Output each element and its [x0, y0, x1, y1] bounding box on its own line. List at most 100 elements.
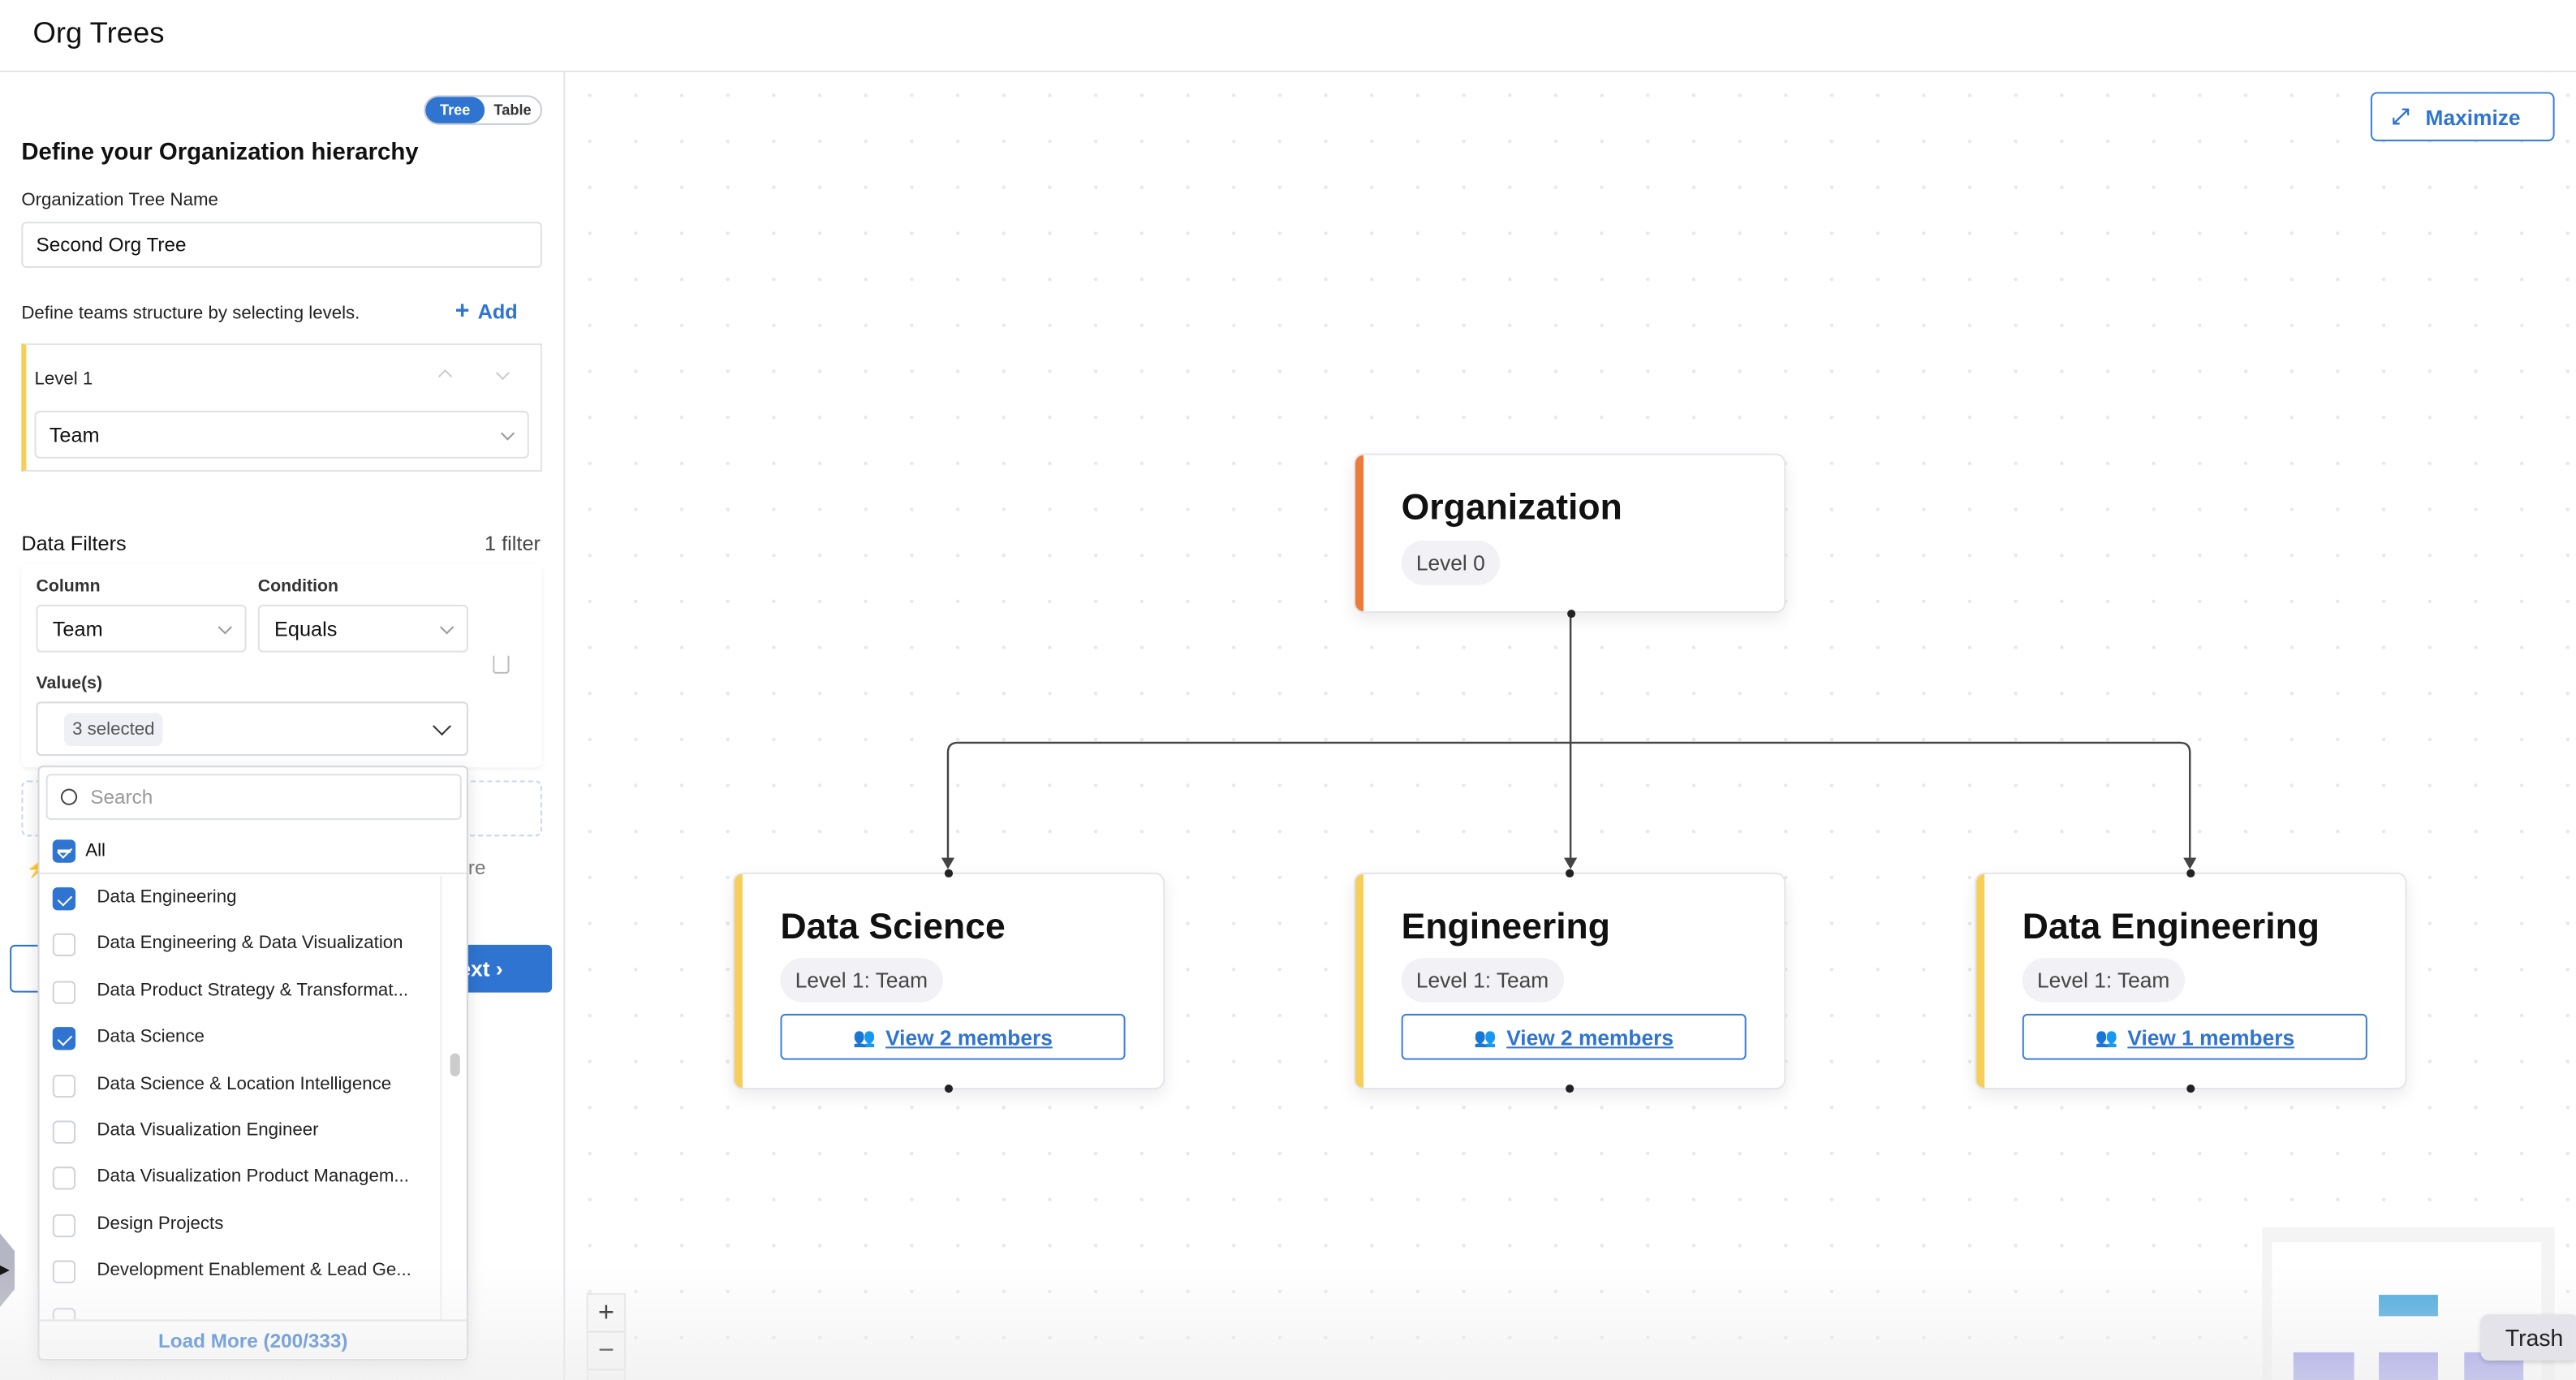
option-checkbox[interactable] — [52, 1074, 76, 1098]
node-handle[interactable] — [2186, 869, 2195, 878]
option-label: Data Visualization Product Managem... — [97, 1167, 409, 1188]
hint-text-partial: re — [467, 856, 486, 879]
node-title: Data Science — [780, 905, 1006, 947]
tree-name-label: Organization Tree Name — [21, 190, 218, 211]
node-handle[interactable] — [944, 869, 954, 878]
scrollbar-thumb[interactable] — [450, 1053, 460, 1076]
expand-icon: ⤢ — [2392, 103, 2410, 128]
option-checkbox[interactable] — [52, 1167, 76, 1191]
level-label: Level 1 — [34, 369, 93, 390]
minimap-child-node — [2379, 1352, 2438, 1380]
level-value: Team — [49, 423, 100, 446]
option-checkbox[interactable] — [52, 934, 76, 957]
view-members-button[interactable]: 👥 View 2 members — [780, 1013, 1126, 1060]
option-checkbox[interactable] — [52, 1214, 76, 1237]
dropdown-option[interactable]: Data Engineering & Data Visualization — [40, 922, 441, 968]
page-title: Org Trees — [32, 16, 165, 50]
view-toggle[interactable]: Tree Table — [424, 95, 542, 125]
section-heading: Define your Organization hierarchy — [21, 140, 419, 166]
node-title: Organization — [1401, 486, 1622, 528]
level-color-bar — [1355, 873, 1364, 1089]
zoom-out-button[interactable]: − — [588, 1333, 625, 1371]
option-label: Design Projects — [97, 1214, 224, 1234]
arrow-heads — [941, 857, 2197, 869]
level-pill: Level 1: Team — [1401, 958, 1564, 1003]
condition-label: Condition — [257, 576, 338, 597]
node-title: Data Engineering — [2022, 905, 2320, 947]
level-pill: Level 1: Team — [780, 958, 943, 1003]
option-label: Data Engineering & Data Visualization — [97, 934, 403, 954]
selected-chip: 3 selected — [63, 712, 163, 745]
trash-icon[interactable] — [493, 655, 510, 674]
node-handle[interactable] — [1566, 609, 1575, 619]
option-checkbox[interactable] — [52, 1120, 76, 1144]
level-select[interactable]: Team — [34, 411, 529, 459]
dropdown-option[interactable]: Design Projects — [40, 1202, 441, 1248]
search-placeholder: Search — [90, 785, 153, 809]
option-label: Data Engineering — [97, 887, 237, 908]
members-icon: 👥 — [853, 1028, 876, 1048]
option-checkbox[interactable] — [52, 1027, 76, 1050]
column-label: Column — [36, 576, 101, 597]
option-checkbox[interactable] — [52, 981, 76, 1004]
select-all-row[interactable]: All — [39, 828, 467, 874]
level-color-bar — [1355, 455, 1364, 612]
dropdown-option[interactable]: Data Science & Location Intelligence — [40, 1063, 441, 1109]
view-members-label: View 2 members — [885, 1024, 1053, 1050]
column-select[interactable]: Team — [36, 604, 247, 653]
condition-select[interactable]: Equals — [257, 604, 468, 653]
minimap-child-node — [2293, 1352, 2354, 1380]
view-members-label: View 2 members — [1506, 1024, 1674, 1050]
dropdown-option[interactable]: Data Visualization Product Managem... — [40, 1156, 441, 1202]
values-multiselect[interactable]: 3 selected — [36, 701, 468, 757]
dropdown-option[interactable]: Data Visualization Engineer — [40, 1109, 441, 1155]
view-members-button[interactable]: 👥 View 1 members — [2022, 1013, 2367, 1060]
option-label: Data Product Strategy & Transformat... — [97, 981, 409, 1001]
level-pill: Level 0 — [1401, 540, 1500, 585]
app-header: Org Trees — [0, 0, 2576, 73]
zoom-in-button[interactable]: + — [588, 1295, 625, 1333]
filter-card: Column Condition Team Equals Value(s) 3 … — [21, 563, 542, 768]
level-color-bar — [734, 873, 743, 1089]
zoom-controls: + − — [586, 1293, 627, 1380]
level-card: Level 1 Team — [21, 343, 542, 472]
add-level-button[interactable]: +Add — [455, 299, 518, 324]
view-members-button[interactable]: 👥 View 2 members — [1401, 1013, 1747, 1060]
dropdown-option[interactable]: Data Product Strategy & Transformat... — [40, 969, 441, 1016]
dropdown-option[interactable]: Data Engineering — [40, 876, 441, 922]
dropdown-search-input[interactable]: Search — [45, 774, 462, 821]
node-handle[interactable] — [1566, 869, 1574, 878]
node-handle[interactable] — [2186, 1084, 2195, 1093]
option-label: Data Visualization Engineer — [97, 1120, 319, 1141]
node-title: Engineering — [1401, 905, 1610, 947]
search-icon — [60, 788, 78, 805]
column-value: Team — [52, 617, 103, 640]
filters-title: Data Filters — [21, 532, 127, 556]
add-label: Add — [477, 300, 518, 324]
toggle-table[interactable]: Table — [493, 101, 532, 119]
option-label: Data Science & Location Intelligence — [97, 1074, 392, 1094]
select-all-checkbox[interactable] — [52, 839, 76, 863]
maximize-label: Maximize — [2425, 104, 2521, 129]
condition-value: Equals — [274, 617, 338, 640]
node-organization[interactable]: Organization Level 0 — [1353, 453, 1786, 614]
minimap-root-node — [2379, 1295, 2438, 1317]
level-pill: Level 1: Team — [2022, 958, 2185, 1003]
members-icon: 👥 — [1474, 1028, 1497, 1048]
node-handle[interactable] — [1566, 1084, 1574, 1093]
tree-name-input[interactable]: Second Org Tree — [21, 222, 542, 268]
members-icon: 👥 — [2095, 1028, 2118, 1048]
maximize-button[interactable]: ⤢ Maximize — [2370, 92, 2555, 142]
node-handle[interactable] — [944, 1084, 954, 1093]
connector-lines — [946, 613, 2191, 863]
dropdown-option[interactable]: Data Science — [40, 1016, 441, 1062]
toggle-tree[interactable]: Tree — [425, 97, 485, 123]
level-color-bar — [1976, 873, 1985, 1089]
view-members-label: View 1 members — [2127, 1024, 2295, 1050]
option-checkbox[interactable] — [52, 887, 76, 911]
